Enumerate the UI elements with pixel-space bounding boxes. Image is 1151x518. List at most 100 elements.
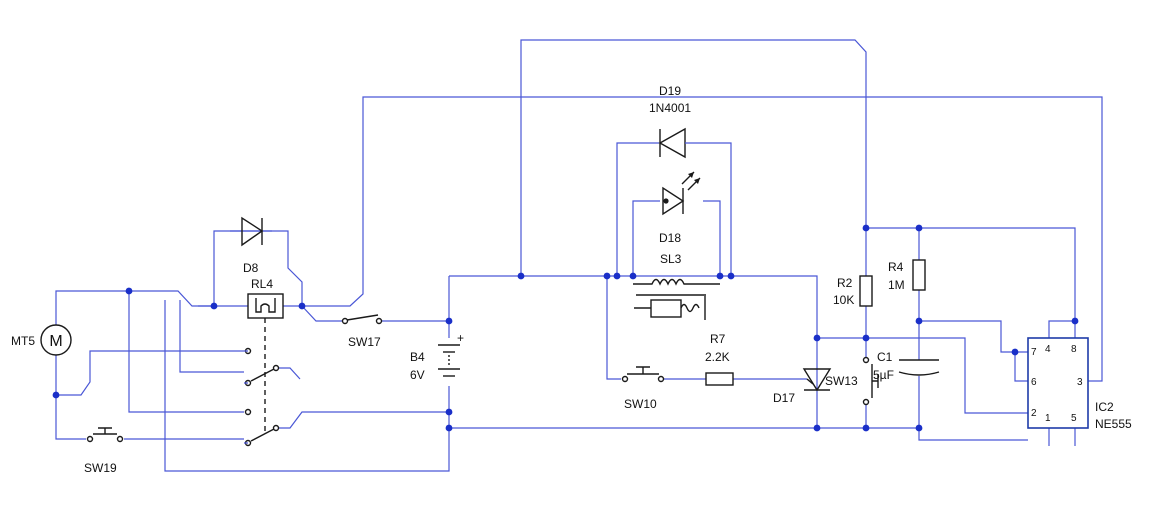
motor-circle <box>40 324 72 356</box>
sw10-actuator <box>627 366 659 375</box>
junction <box>445 317 453 325</box>
junction <box>52 391 60 399</box>
battery-b4: + B4 6V <box>410 331 464 382</box>
junction <box>517 272 525 280</box>
ic2-body <box>1027 337 1089 429</box>
rl4-label: RL4 <box>251 277 273 291</box>
rl4-contact <box>272 424 280 432</box>
resistor-r2: R2 10K <box>833 275 873 307</box>
junction <box>915 317 923 325</box>
ic-ic2: 7 4 8 6 3 2 1 5 IC2 NE555 <box>1027 337 1132 431</box>
wire-pin4 <box>1048 320 1075 338</box>
d17-gate <box>806 378 814 385</box>
d18-triangle <box>662 186 685 216</box>
junction <box>445 424 453 432</box>
d19-value: 1N4001 <box>649 101 691 115</box>
sw17-label: SW17 <box>348 335 381 349</box>
c1-value: 5µF <box>873 368 894 382</box>
motor-mt5: M MT5 <box>11 324 72 356</box>
ic2-pin-4: 4 <box>1045 344 1051 355</box>
motor-label: MT5 <box>11 334 35 348</box>
sl3-label: SL3 <box>660 252 682 266</box>
rl4-blade <box>250 428 275 442</box>
sw19-actuator <box>93 427 117 435</box>
junction <box>298 302 306 310</box>
junction <box>210 302 218 310</box>
junction <box>813 334 821 342</box>
d17-label: D17 <box>773 391 795 405</box>
sw17-contact-right <box>375 317 383 325</box>
d8-label: D8 <box>243 261 259 275</box>
capacitor-c1: C1 5µF <box>873 350 940 382</box>
r4-value: 1M <box>888 278 905 292</box>
wire-sw17 <box>301 305 449 322</box>
d17-triangle <box>802 368 832 392</box>
sl3-plunger <box>650 299 682 318</box>
d19-triangle <box>658 127 686 159</box>
wire-contact-d <box>276 367 301 380</box>
d18-label: D18 <box>659 231 681 245</box>
wire-contact-b <box>164 300 450 472</box>
switch-sw19: SW19 <box>84 427 124 475</box>
rl4-coil-box <box>247 293 284 319</box>
junction <box>1071 317 1079 325</box>
sw17-blade <box>346 314 379 321</box>
sw10-contact-left <box>621 375 629 383</box>
junction <box>862 424 870 432</box>
rl4-blade <box>250 368 275 382</box>
junction <box>862 224 870 232</box>
wire-r4-col <box>918 228 1028 441</box>
motor-symbol: M <box>49 333 62 350</box>
junction <box>445 408 453 416</box>
junction <box>813 424 821 432</box>
relay-rl4: RL4 <box>244 277 284 447</box>
r7-value: 2.2K <box>705 350 730 364</box>
r4-body <box>912 259 926 291</box>
wire-contact-c <box>179 300 244 373</box>
solenoid-sl3: SL3 <box>633 252 720 320</box>
rl4-coil-winding <box>255 298 276 313</box>
wire-top-loop <box>520 39 867 276</box>
d19-label: D19 <box>659 84 681 98</box>
junction <box>915 224 923 232</box>
rl4-contact <box>244 408 252 416</box>
diode-d19: D19 1N4001 <box>649 84 704 159</box>
led-d18: D18 <box>659 171 701 245</box>
ic2-pin-3: 3 <box>1077 377 1083 388</box>
thyristor-d17: D17 <box>773 368 832 405</box>
c1-label: C1 <box>877 350 893 364</box>
wire-d18-bracket <box>632 200 721 276</box>
wire-pin6 <box>1014 352 1028 382</box>
wire-motor-bottom <box>55 355 244 440</box>
wire-node-mid <box>817 337 1028 414</box>
wire-pin7 <box>919 320 1028 353</box>
switch-sw17: SW17 <box>341 314 383 349</box>
ic2-pin-7: 7 <box>1031 347 1037 358</box>
rl4-contact <box>272 364 280 372</box>
r7-body <box>705 372 734 386</box>
junction <box>716 272 724 280</box>
b4-plus: + <box>457 331 464 345</box>
sw19-contact-left <box>86 435 94 443</box>
switch-sw10: SW10 <box>621 366 665 411</box>
sl3-coil <box>633 278 720 286</box>
sw19-contact-right <box>116 435 124 443</box>
b4-value: 6V <box>410 368 425 382</box>
ic2-pin-1: 1 <box>1045 413 1051 424</box>
sw10-contact-right <box>657 375 665 383</box>
ic2-value: NE555 <box>1095 417 1132 431</box>
r4-label: R4 <box>888 260 904 274</box>
wire-d19-bracket <box>616 142 732 276</box>
r7-label: R7 <box>710 332 726 346</box>
sw17-contact-left <box>341 317 349 325</box>
sl3-spring <box>680 303 700 313</box>
wire-vcc-top <box>866 227 1076 338</box>
sw19-label: SW19 <box>84 461 117 475</box>
wire-motor-frame <box>55 290 214 325</box>
r2-label: R2 <box>837 276 853 290</box>
d18-arrow-head <box>688 172 700 184</box>
junction <box>1011 348 1019 356</box>
sw13-contact-bottom <box>862 398 870 406</box>
sw10-label: SW10 <box>624 397 657 411</box>
